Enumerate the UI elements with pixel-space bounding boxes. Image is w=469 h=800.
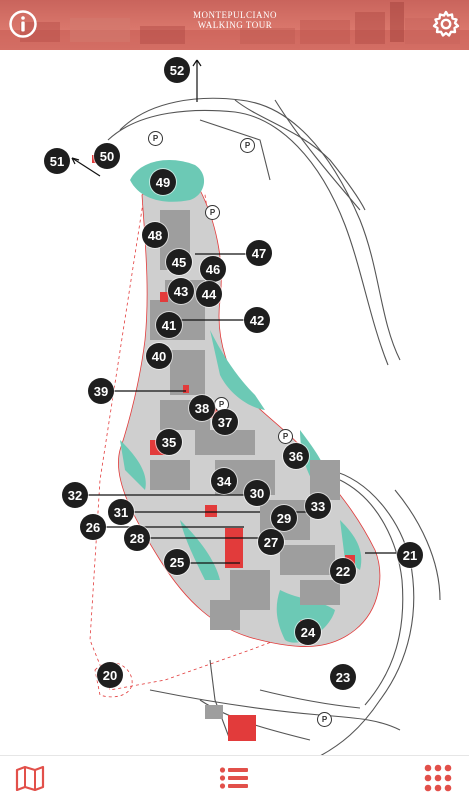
marker-41[interactable]: 41 — [156, 312, 182, 338]
marker-45[interactable]: 45 — [166, 249, 192, 275]
parking-icon: P — [317, 712, 332, 727]
grid-icon — [424, 764, 452, 792]
marker-29[interactable]: 29 — [271, 505, 297, 531]
list-tab[interactable] — [218, 763, 250, 793]
marker-49[interactable]: 49 — [150, 169, 176, 195]
marker-22[interactable]: 22 — [330, 558, 356, 584]
marker-52[interactable]: 52 — [164, 57, 190, 83]
map-icon — [15, 765, 45, 791]
building-blocks — [150, 210, 340, 630]
info-button[interactable] — [6, 7, 40, 41]
marker-48[interactable]: 48 — [142, 222, 168, 248]
marker-28[interactable]: 28 — [124, 525, 150, 551]
marker-26[interactable]: 26 — [80, 514, 106, 540]
parking-icon: P — [240, 138, 255, 153]
road-lines — [107, 97, 441, 756]
marker-32[interactable]: 32 — [62, 482, 88, 508]
marker-31[interactable]: 31 — [108, 499, 134, 525]
grid-tab[interactable] — [422, 763, 454, 793]
marker-39[interactable]: 39 — [88, 378, 114, 404]
south-block — [205, 705, 223, 719]
marker-25[interactable]: 25 — [164, 549, 190, 575]
marker-43[interactable]: 43 — [168, 278, 194, 304]
marker-34[interactable]: 34 — [211, 468, 237, 494]
header-rooftops-image — [0, 2, 469, 50]
gear-icon — [432, 10, 460, 37]
leader-lines — [71, 59, 397, 564]
marker-46[interactable]: 46 — [200, 256, 226, 282]
area-20-outline — [94, 662, 133, 698]
map-drawing[interactable] — [0, 50, 469, 756]
marker-40[interactable]: 40 — [146, 343, 172, 369]
info-icon — [9, 10, 37, 38]
south-building — [228, 715, 256, 741]
logo-title-line2: WALKING TOUR — [197, 20, 273, 30]
marker-33[interactable]: 33 — [305, 493, 331, 519]
app-header: MONTEPULCIANO WALKING TOUR — [0, 0, 469, 50]
marker-30[interactable]: 30 — [244, 480, 270, 506]
settings-button[interactable] — [429, 7, 463, 41]
marker-27[interactable]: 27 — [258, 529, 284, 555]
marker-36[interactable]: 36 — [283, 443, 309, 469]
marker-47[interactable]: 47 — [246, 240, 272, 266]
marker-35[interactable]: 35 — [156, 429, 182, 455]
logo-title-line1: MONTEPULCIANO — [193, 10, 277, 20]
marker-20[interactable]: 20 — [97, 662, 123, 688]
marker-42[interactable]: 42 — [244, 307, 270, 333]
parking-icon: P — [148, 131, 163, 146]
marker-51[interactable]: 51 — [44, 148, 70, 174]
parking-icon: P — [278, 429, 293, 444]
app-logo: MONTEPULCIANO WALKING TOUR — [190, 10, 280, 30]
list-icon — [219, 767, 248, 789]
parking-icon: P — [205, 205, 220, 220]
marker-44[interactable]: 44 — [196, 281, 222, 307]
marker-38[interactable]: 38 — [189, 395, 215, 421]
walking-tour-map[interactable]: P P P P P P 52 51 50 49 48 47 46 45 44 4… — [0, 50, 469, 756]
bottom-tab-bar — [0, 755, 469, 800]
marker-23[interactable]: 23 — [330, 664, 356, 690]
marker-21[interactable]: 21 — [397, 542, 423, 568]
marker-24[interactable]: 24 — [295, 619, 321, 645]
map-tab[interactable] — [14, 763, 46, 793]
marker-37[interactable]: 37 — [212, 409, 238, 435]
marker-50[interactable]: 50 — [94, 143, 120, 169]
